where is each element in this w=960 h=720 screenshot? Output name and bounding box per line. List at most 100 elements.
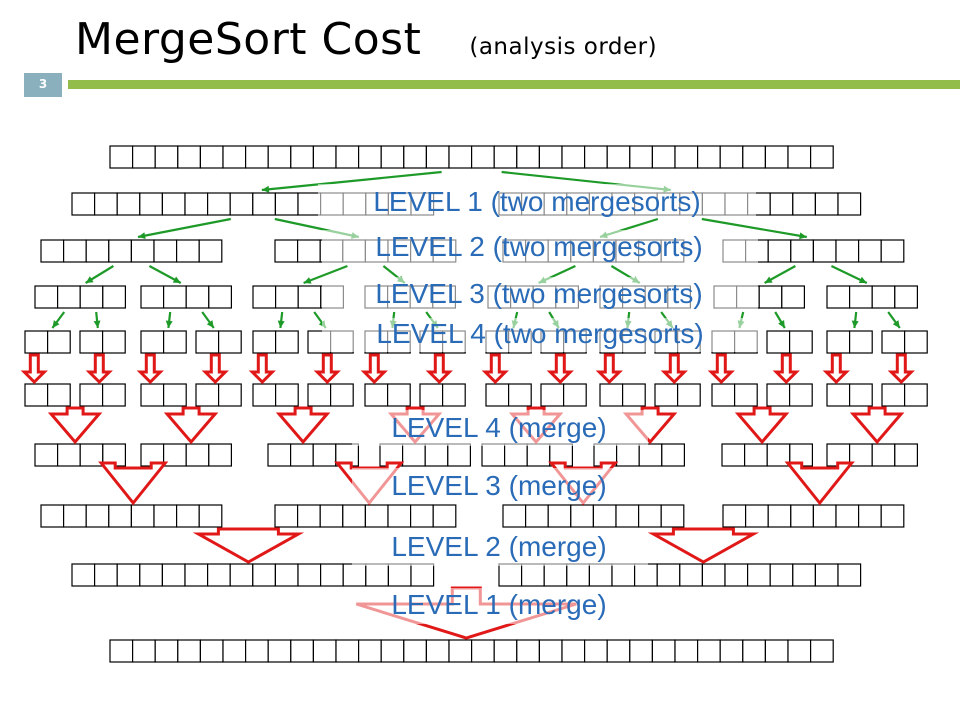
split-arrow-shaft [261,170,442,192]
split-arrow-head [206,320,214,328]
merge-array-level-3 [498,563,862,587]
array-cell [176,239,200,263]
merge-arrow [822,353,850,385]
array-cell [184,192,209,216]
array-cell [163,330,187,354]
merge-array-level-0 [364,383,411,407]
array-cell [826,330,851,354]
array-cell [743,443,768,467]
merge-array-level-1 [140,443,233,467]
array-cell [274,239,299,263]
array-cell [85,504,110,528]
array-cell [163,285,187,309]
array-cell [826,383,851,407]
split-level-2-label: LEVEL 2 (two mergesorts) [375,231,702,262]
split-array-level-4 [79,330,126,354]
array-cell [71,192,96,216]
array-cell [719,145,744,169]
array-cell [848,383,873,407]
array-cell [154,145,179,169]
array-cell [871,285,896,309]
array-cell [46,330,71,354]
array-cell [290,443,314,467]
split-arrow-head [93,320,101,328]
merge-level-1-label: LEVEL 1 (merge) [391,589,606,620]
array-cell [364,504,389,528]
array-cell [185,285,210,309]
label-backdrop [352,530,648,566]
array-cell [696,145,721,169]
array-cell [218,383,242,407]
array-cell [835,504,860,528]
array-cell [252,383,277,407]
array-rows [24,145,928,663]
array-cell [766,383,791,407]
array-cell [153,504,178,528]
array-cell [835,239,860,263]
array-cell [320,563,344,587]
split-arrow [51,311,66,329]
array-cell [606,639,631,663]
array-cell [102,285,127,309]
array-cell [140,330,165,354]
array-cell [195,383,220,407]
array-cell [139,192,164,216]
array-cell [275,383,299,407]
slide-title-main: MergeSort Cost [75,14,422,65]
array-cell [335,639,360,663]
merge-array-level-2 [40,504,223,528]
array-cell [79,285,104,309]
label-overlays [318,184,760,624]
array-cell [56,285,81,309]
merge-arrow [734,406,790,445]
label-backdrop [322,277,758,311]
array-cell [312,145,337,169]
array-cell [857,504,882,528]
merge-arrow [849,406,905,445]
array-cell [880,239,905,263]
array-cell [153,239,178,263]
merge-array-level-0 [307,383,354,407]
array-cell [34,285,59,309]
array-cell [424,443,449,467]
array-cell [245,639,269,663]
array-cell [788,330,813,354]
array-cell [109,639,134,663]
array-cell [274,563,299,587]
array-cell [252,563,277,587]
merge-array-level-0 [711,383,758,407]
array-cell [711,383,736,407]
array-cell [176,504,200,528]
merge-arrow [85,353,113,385]
array-cell [312,443,337,467]
merge-array-level-0 [252,383,299,407]
label-backdrop [352,468,648,504]
array-cell [229,192,254,216]
array-cell [275,330,299,354]
array-cell [195,330,220,354]
array-cell [177,145,202,169]
array-cell [419,383,444,407]
merge-arrow [98,461,169,506]
array-cell [199,145,224,169]
array-cell [387,504,412,528]
split-arrow-head [778,320,785,328]
merge-array-level-2 [274,504,457,528]
merge-arrow [772,353,800,385]
array-cell [335,145,360,169]
array-cell [570,504,594,528]
merge-arrow [481,353,509,385]
array-cell [809,145,834,169]
array-cell [312,639,337,663]
slide-number: 3 [38,77,48,91]
array-cell [140,383,165,407]
merge-arrow [360,353,388,385]
array-cell [139,563,164,587]
array-cell [880,504,905,528]
split-array-level-3 [826,285,918,309]
array-cell [696,639,721,663]
array-cell [485,383,510,407]
array-cell [547,504,572,528]
split-arrow-shaft [137,217,232,239]
array-cell [471,145,495,169]
